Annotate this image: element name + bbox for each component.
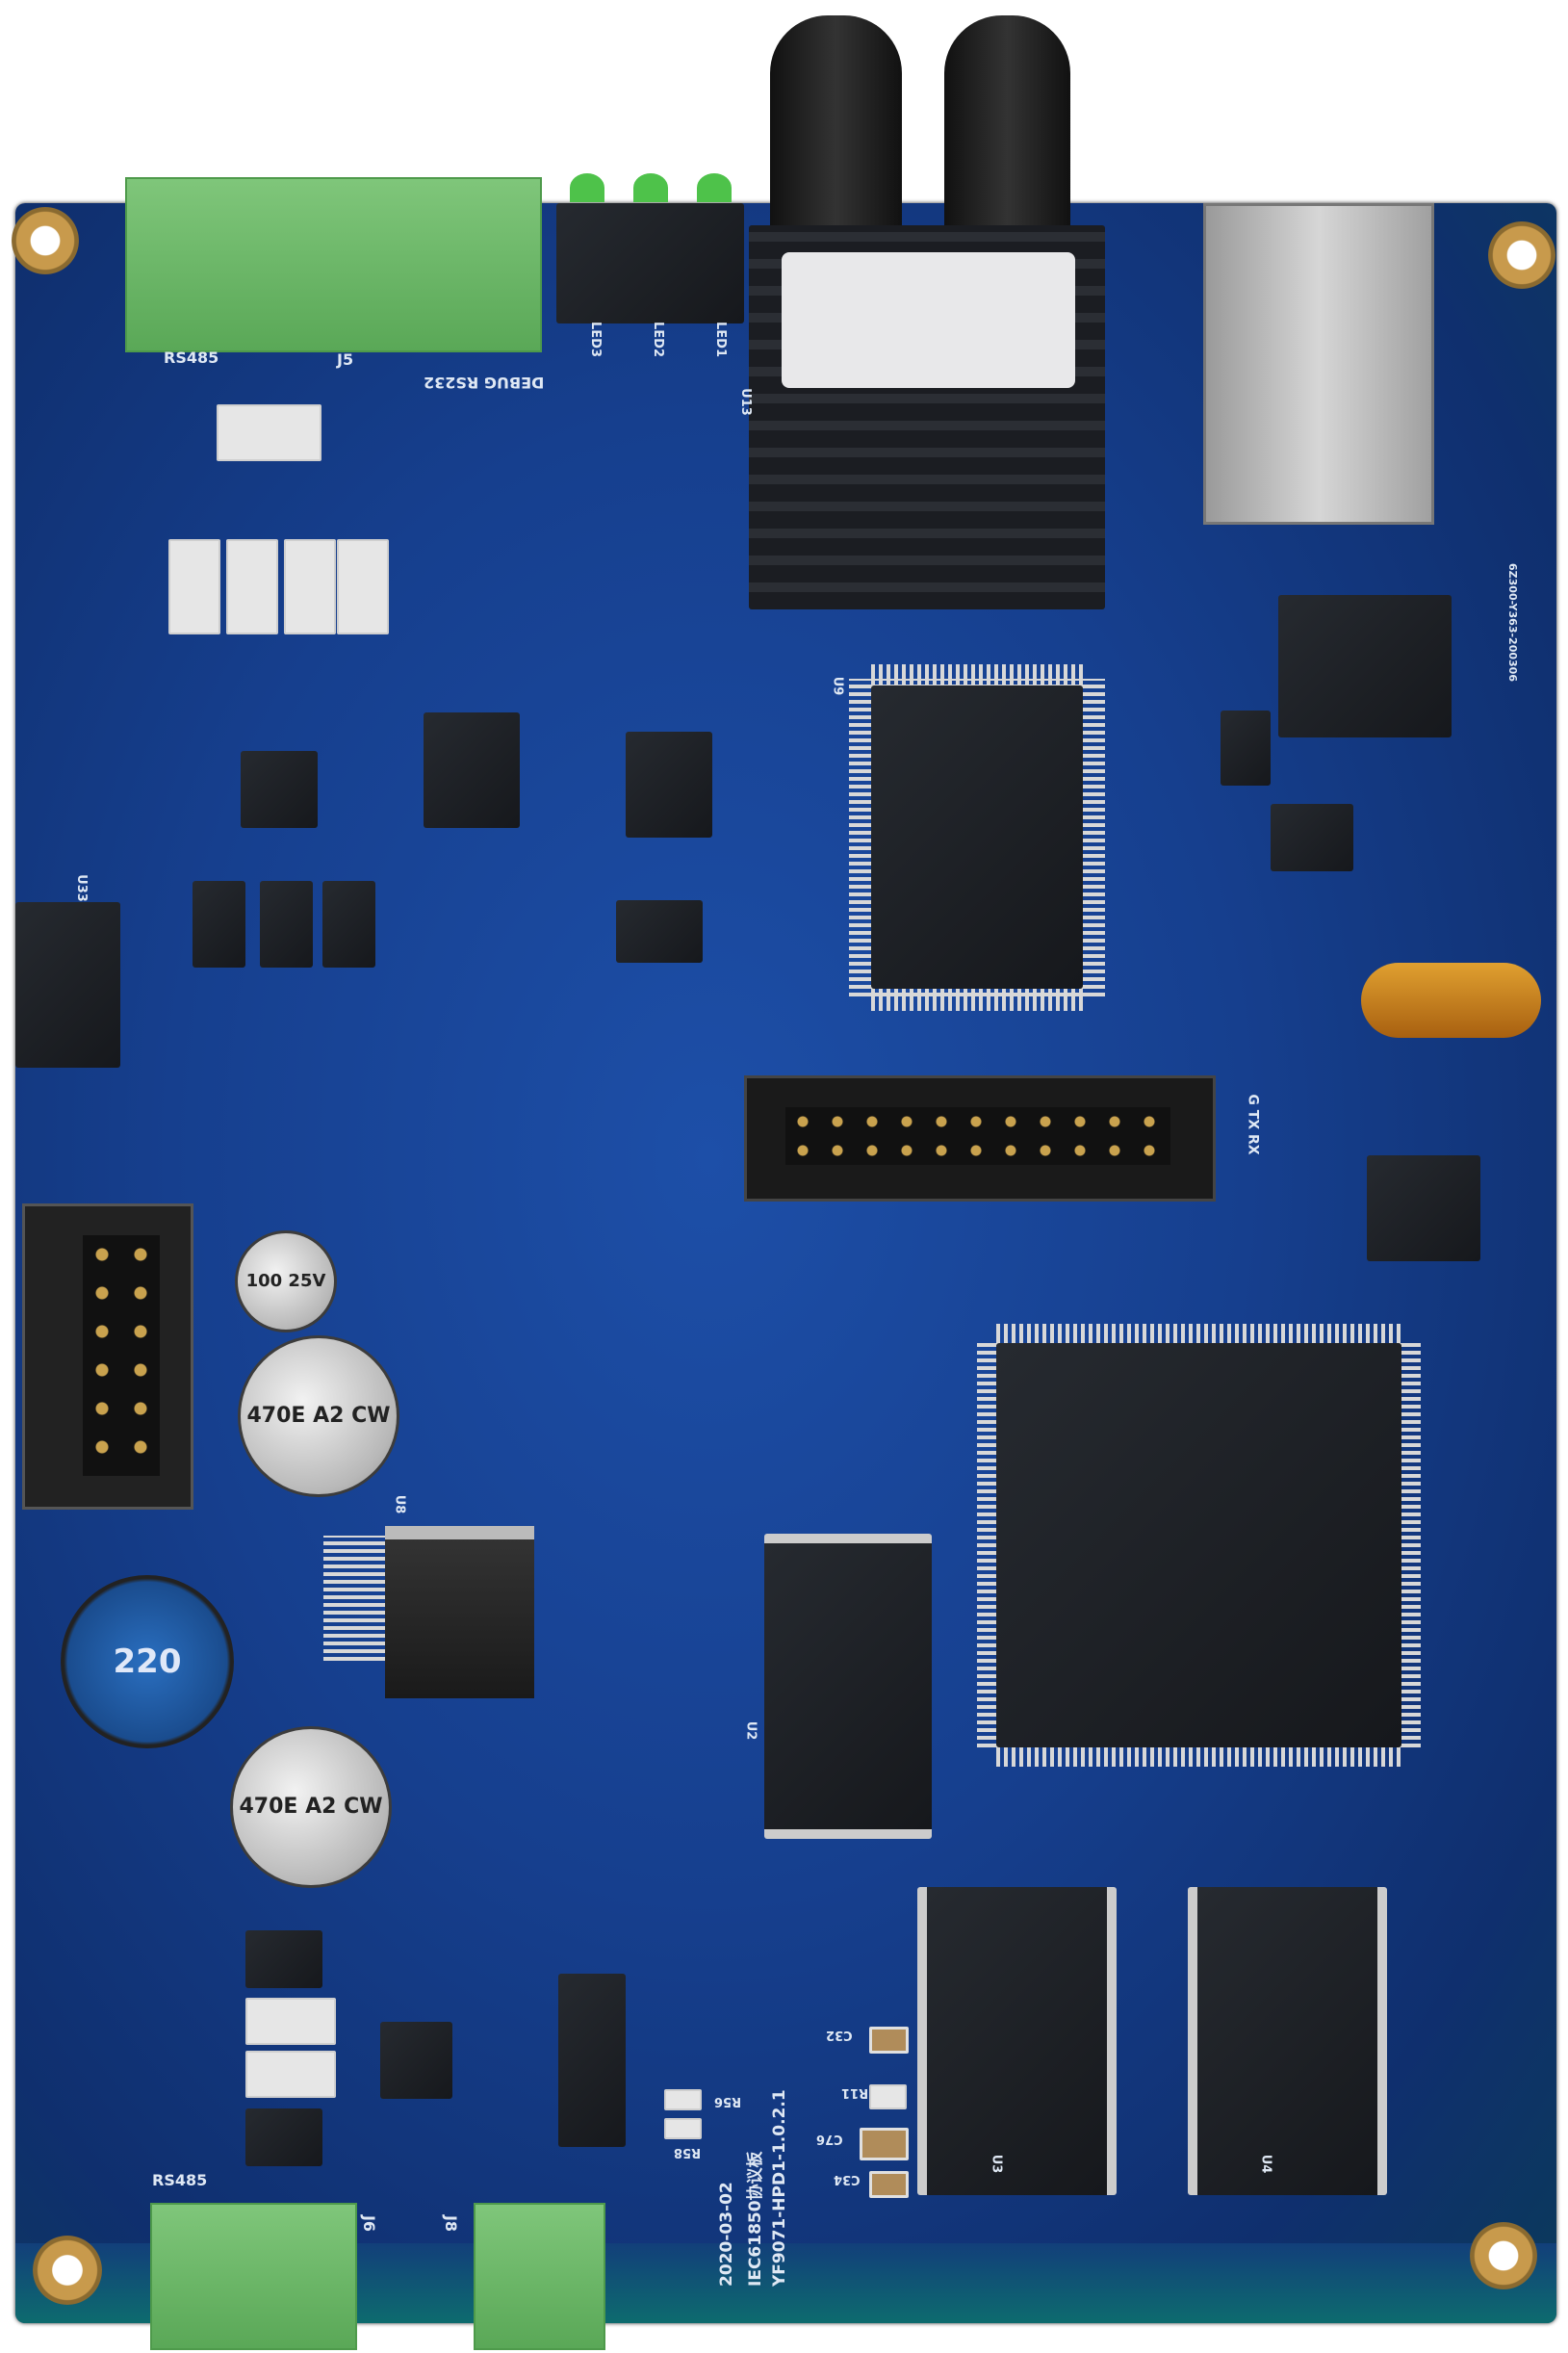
chip-u10 [424,712,520,828]
capacitor-470uf: 470E A2 CW [230,1726,392,1888]
terminal-block-j5 [125,177,542,352]
crystal-y2 [1221,711,1271,786]
memory-u4 [1188,1887,1387,2195]
inductor-label: 220 [114,1642,182,1681]
phy-chip-u11 [1271,804,1353,871]
silk-rs485-bottom: RS485 [152,2171,207,2189]
resistor-r56 [664,2089,702,2110]
varistor [226,539,278,634]
varistor [337,539,389,634]
regulator-pins [323,1536,385,1661]
fuse [245,2051,336,2098]
silk-j5: J5 [337,350,353,369]
capacitor-c32 [869,2027,909,2054]
pin-header-j1 [744,1075,1216,1202]
silk-r58: R58 [674,2145,701,2159]
memory-u3 [917,1887,1117,2195]
silk-product: IEC61850协议板 [741,2151,765,2287]
rj45-jack [1203,203,1434,525]
cap-label: 470E A2 CW [239,1796,382,1819]
silk-led1: LED1 [713,322,728,357]
silk-rs485: RS485 [164,349,218,367]
regulator-u8 [385,1526,534,1698]
silk-u33: U33 [74,874,89,902]
varistor [284,539,336,634]
mounting-hole [1488,221,1555,289]
silk-r56: R56 [714,2094,741,2108]
fpga-chip [996,1343,1401,1747]
fuse [245,1998,336,2045]
inductor-220: 220 [61,1575,234,1748]
chip-u29 [241,751,318,828]
resistor-r11 [869,2084,907,2109]
silk-c76: C76 [816,2132,843,2146]
varistor [168,539,220,634]
mounting-hole [1470,2222,1537,2289]
led-housing [556,203,744,323]
silk-version: YF9071-HPD1-1.0.2.1 [770,2089,789,2287]
battery-coin [1361,963,1541,1038]
chip-rs485 [380,2022,452,2099]
chip-u17 [322,881,375,968]
led-green [697,173,732,202]
mounting-hole [12,207,79,274]
capacitor-c34 [869,2171,909,2198]
mounting-hole [33,2236,102,2305]
connector-u33 [15,902,120,1068]
fiber-label [782,252,1075,388]
silk-uart: G TX RX [1246,1094,1261,1154]
chip-u18 [260,881,313,968]
terminal-block-j8 [474,2203,605,2350]
chip-u83 [626,732,712,838]
silk-side-code: 6Z300-Y363-200306 [1506,563,1519,682]
silk-j6: J6 [360,2215,378,2232]
cap-label: 470E A2 CW [246,1405,390,1428]
silk-c34: C34 [834,2172,861,2186]
chip-u14 [616,900,703,963]
silk-u3: U3 [989,2155,1003,2174]
sram-u2 [764,1534,932,1839]
terminal-block-j6 [150,2203,357,2350]
silk-u4: U4 [1258,2155,1272,2174]
box-header [22,1203,193,1510]
resistor-r58 [664,2118,702,2139]
silk-j8: J8 [442,2215,460,2232]
ethernet-transformer [1278,595,1452,737]
silk-u13: U13 [738,388,753,416]
cpu-u9 [871,685,1083,989]
silk-debug: DEBUG RS232 [424,374,544,392]
capacitor-c76 [860,2128,909,2160]
fiber-connector [770,15,902,246]
silk-led3: LED3 [588,322,603,357]
capacitor-470uf: 470E A2 CW [238,1335,399,1497]
optocouplers [558,1974,626,2147]
capacitor-100uf: 100 25V [235,1230,337,1332]
header-pins [83,1235,160,1476]
silk-r11: R11 [841,2085,868,2100]
silk-u8: U8 [392,1495,406,1514]
chip-u19 [193,881,245,968]
silk-u9: U9 [830,677,844,696]
fuse [217,404,321,461]
led-green [633,173,668,202]
chip-u6 [1367,1155,1480,1261]
silk-u2: U2 [743,1721,758,1741]
silk-date-text: 2020-03-02 [717,2182,736,2287]
header-pins [785,1107,1170,1165]
silk-c32: C32 [826,2028,853,2042]
cap-label: 100 25V [246,1272,326,1291]
led-green [570,173,604,202]
fiber-connector [944,15,1070,246]
silk-led2: LED2 [651,322,665,357]
diode [245,1930,322,1988]
diode [245,2108,322,2166]
